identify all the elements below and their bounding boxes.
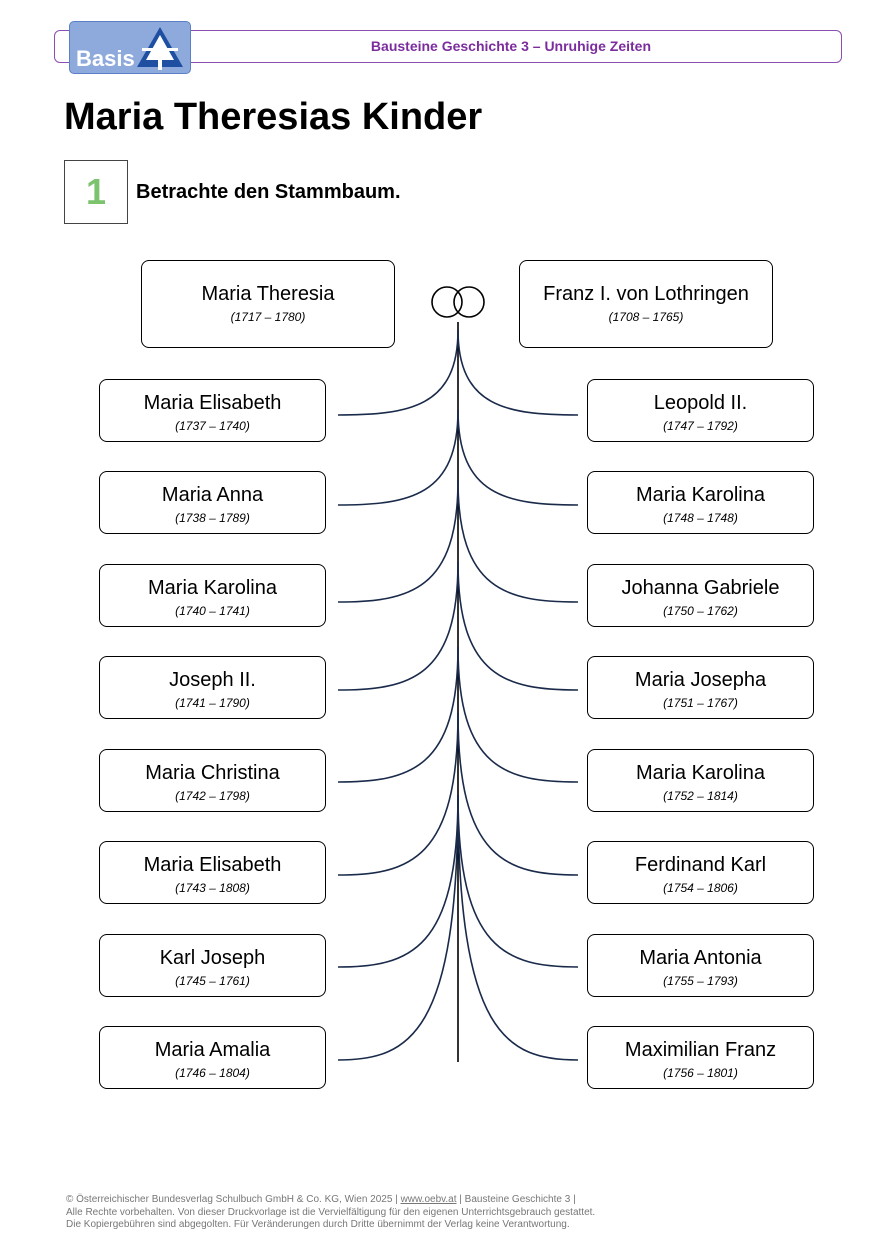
child-years: (1755 – 1793) <box>663 974 738 988</box>
branch-line-left <box>337 794 459 968</box>
child-name: Maria Karolina <box>148 577 277 599</box>
child-box-right: Johanna Gabriele (1750 – 1762) <box>587 564 814 627</box>
triangle-logo-icon <box>137 27 183 70</box>
child-box-right: Maximilian Franz (1756 – 1801) <box>587 1026 814 1089</box>
child-name: Joseph II. <box>169 669 256 691</box>
child-box-right: Maria Josepha (1751 – 1767) <box>587 656 814 719</box>
interlocked-rings-icon <box>431 286 485 318</box>
child-years: (1740 – 1741) <box>175 604 250 618</box>
child-name: Maria Christina <box>145 762 280 784</box>
child-years: (1746 – 1804) <box>175 1066 250 1080</box>
branch-line-right <box>457 794 579 1061</box>
footer-rights: Alle Rechte vorbehalten. Von dieser Druc… <box>66 1206 596 1218</box>
child-name: Ferdinand Karl <box>634 854 767 876</box>
child-box-left: Maria Christina (1742 – 1798) <box>99 749 326 812</box>
publisher-link[interactable]: www.oebv.at <box>400 1194 457 1205</box>
child-box-right: Maria Karolina (1752 – 1814) <box>587 749 814 812</box>
child-box-right: Maria Karolina (1748 – 1748) <box>587 471 814 534</box>
child-years: (1743 – 1808) <box>175 881 250 895</box>
header-bar: Bausteine Geschichte 3 – Unruhige Zeiten <box>54 30 842 63</box>
parent-box-mother: Maria Theresia (1717 – 1780) <box>141 260 395 348</box>
child-years: (1748 – 1748) <box>663 511 738 525</box>
series-title: Bausteine Geschichte 3 – Unruhige Zeiten <box>370 38 651 54</box>
child-years: (1747 – 1792) <box>663 419 738 433</box>
child-years: (1752 – 1814) <box>663 789 738 803</box>
child-box-left: Joseph II. (1741 – 1790) <box>99 656 326 719</box>
child-box-left: Maria Elisabeth (1737 – 1740) <box>99 379 326 442</box>
basis-logo: Basis <box>69 21 191 74</box>
logo-text: Basis <box>76 46 135 71</box>
child-years: (1738 – 1789) <box>175 511 250 525</box>
child-box-right: Leopold II. (1747 – 1792) <box>587 379 814 442</box>
parent-name: Franz I. von Lothringen <box>543 283 749 305</box>
footer-book-title: | Bausteine Geschichte 3 | <box>456 1194 576 1205</box>
branch-line-left <box>337 646 459 783</box>
branch-line-left <box>337 329 459 416</box>
child-years: (1741 – 1790) <box>175 696 250 710</box>
branch-line-right <box>457 646 579 783</box>
task-instruction: Betrachte den Stammbaum. <box>136 181 401 203</box>
child-name: Maria Elisabeth <box>143 854 282 876</box>
parent-box-father: Franz I. von Lothringen (1708 – 1765) <box>519 260 773 348</box>
child-name: Leopold II. <box>653 392 748 414</box>
child-box-right: Maria Antonia (1755 – 1793) <box>587 934 814 997</box>
branch-line-right <box>457 794 579 968</box>
branch-line-left <box>337 479 459 603</box>
child-name: Maria Elisabeth <box>143 392 282 414</box>
child-years: (1742 – 1798) <box>175 789 250 803</box>
page-title: Maria Theresias Kinder <box>64 96 483 138</box>
child-name: Karl Joseph <box>159 947 266 969</box>
child-box-left: Maria Amalia (1746 – 1804) <box>99 1026 326 1089</box>
child-box-right: Ferdinand Karl (1754 – 1806) <box>587 841 814 904</box>
branch-line-right <box>457 712 579 876</box>
child-years: (1754 – 1806) <box>663 881 738 895</box>
child-years: (1750 – 1762) <box>663 604 738 618</box>
footer-fees: Die Kopiergebühren sind abgegolten. Für … <box>66 1219 570 1230</box>
branch-line-left <box>337 794 459 1061</box>
child-name: Maria Karolina <box>636 762 765 784</box>
child-box-left: Maria Karolina (1740 – 1741) <box>99 564 326 627</box>
footer-copyright: © Österreichischer Bundesverlag Schulbuc… <box>66 1194 401 1205</box>
child-name: Maria Josepha <box>634 669 767 691</box>
branch-line-right <box>457 479 579 603</box>
branch-line-right <box>457 329 579 416</box>
child-box-left: Karl Joseph (1745 – 1761) <box>99 934 326 997</box>
child-name: Maria Anna <box>161 484 264 506</box>
branch-line-right <box>457 409 579 506</box>
child-years: (1751 – 1767) <box>663 696 738 710</box>
child-name: Maria Karolina <box>636 484 765 506</box>
child-name: Maria Amalia <box>154 1039 271 1061</box>
child-years: (1745 – 1761) <box>175 974 250 988</box>
child-name: Johanna Gabriele <box>621 577 780 599</box>
branch-line-left <box>337 409 459 506</box>
child-years: (1756 – 1801) <box>663 1066 738 1080</box>
child-name: Maria Antonia <box>639 947 762 969</box>
parent-name: Maria Theresia <box>201 283 335 305</box>
branch-line-left <box>337 561 459 691</box>
parent-years: (1708 – 1765) <box>608 310 684 324</box>
branch-line-right <box>457 561 579 691</box>
child-box-left: Maria Anna (1738 – 1789) <box>99 471 326 534</box>
child-name: Maximilian Franz <box>624 1039 777 1061</box>
child-box-left: Maria Elisabeth (1743 – 1808) <box>99 841 326 904</box>
copyright-footer: © Österreichischer Bundesverlag Schulbuc… <box>66 1194 826 1232</box>
task-number: 1 <box>64 160 128 224</box>
branch-line-left <box>337 712 459 876</box>
parent-years: (1717 – 1780) <box>230 310 306 324</box>
child-years: (1737 – 1740) <box>175 419 250 433</box>
